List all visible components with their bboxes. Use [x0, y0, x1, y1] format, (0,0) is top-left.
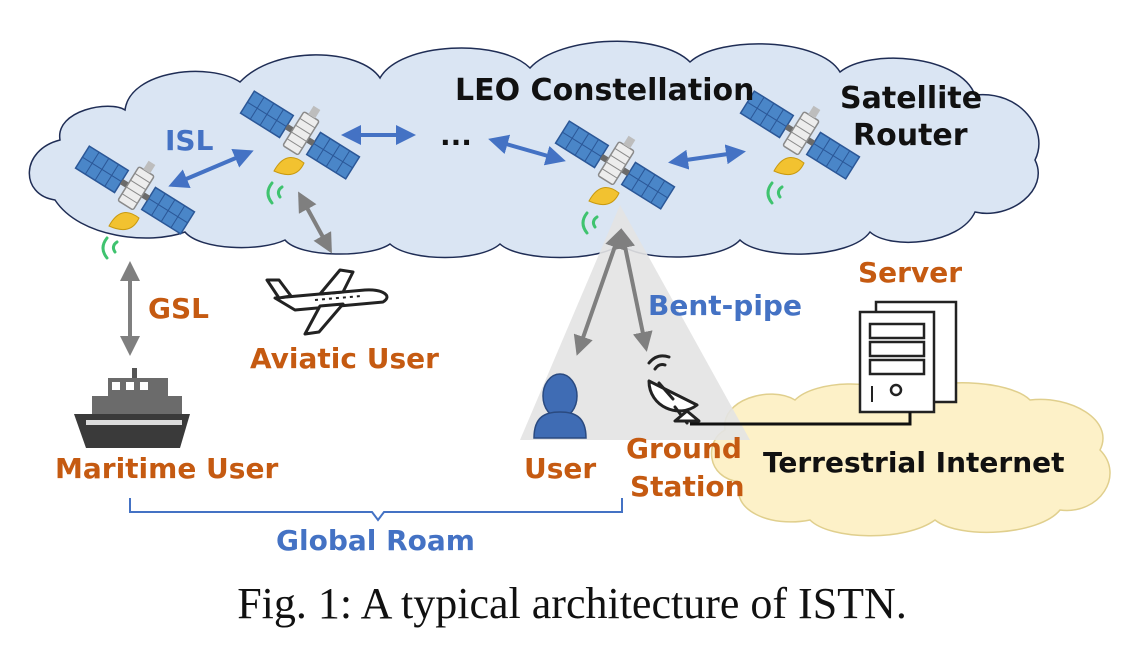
- gsl-label: GSL: [148, 292, 209, 325]
- user-icon: [533, 373, 587, 439]
- global-roam-label: Global Roam: [276, 524, 475, 557]
- maritime-user-label: Maritime User: [55, 452, 278, 485]
- isl-label: ISL: [165, 124, 214, 157]
- satellite-router-label-line1: Satellite: [840, 81, 982, 116]
- ground-station-label-line1: Ground: [626, 432, 742, 465]
- global-roam-bracket: [129, 498, 623, 522]
- airplane-icon: [265, 268, 389, 336]
- ship-icon: [74, 368, 190, 448]
- server-label: Server: [858, 256, 962, 289]
- ground-links: [120, 191, 653, 356]
- server-icon: [858, 300, 958, 414]
- ellipsis-label: ...: [440, 119, 472, 152]
- bent-pipe-label: Bent-pipe: [648, 289, 802, 322]
- aviatic-user-label: Aviatic User: [250, 342, 439, 375]
- user-label: User: [524, 452, 596, 485]
- terrestrial-cloud: [710, 382, 1111, 537]
- isl-links: [168, 125, 746, 188]
- figure-caption: Fig. 1: A typical architecture of ISTN.: [237, 579, 907, 628]
- terrestrial-internet-label: Terrestrial Internet: [763, 446, 1065, 479]
- terrestrial-cable: [690, 412, 912, 426]
- satellite-router-label-line2: Router: [853, 118, 968, 153]
- constellation-label: LEO Constellation: [455, 73, 755, 108]
- ground-station-label-line2: Station: [630, 470, 745, 503]
- dish-antenna-icon: [647, 354, 701, 425]
